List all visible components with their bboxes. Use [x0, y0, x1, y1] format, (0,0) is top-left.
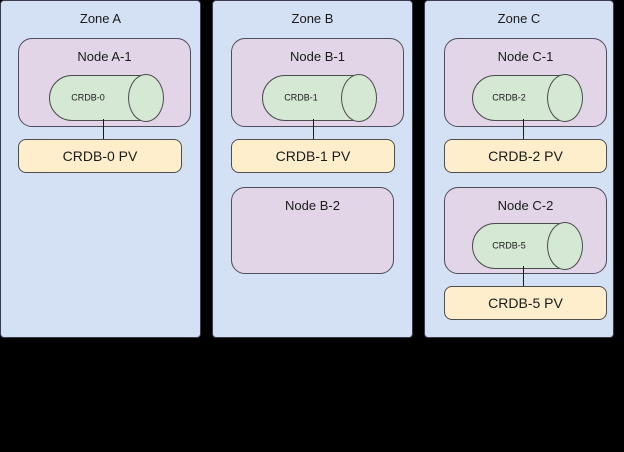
pv-label: CRDB-1 PV: [275, 148, 351, 164]
node-c-1-container: Node C-1 CRDB-2: [444, 38, 607, 127]
node-b-2-title: Node B-2: [285, 198, 340, 213]
zone-a-container: Zone A Node A-1 CRDB-0 CRDB-0 PV: [0, 0, 201, 338]
node-b-1-title: Node B-1: [290, 49, 345, 64]
database-cylinder-crdb-1: CRDB-1: [262, 74, 377, 122]
cylinder-end-cap: [547, 74, 583, 122]
pv-crdb-2: CRDB-2 PV: [444, 139, 607, 173]
pv-crdb-0: CRDB-0 PV: [18, 139, 182, 173]
zone-c-container: Zone C Node C-1 CRDB-2 CRDB-2 PV Node C-…: [424, 0, 614, 338]
zone-b-container: Zone B Node B-1 CRDB-1 CRDB-1 PV Node B-…: [212, 0, 413, 338]
node-a-1-title: Node A-1: [77, 49, 132, 64]
database-cylinder-crdb-0: CRDB-0: [49, 74, 164, 122]
cylinder-end-cap: [547, 222, 583, 270]
database-label: CRDB-1: [284, 92, 318, 103]
database-cylinder-crdb-5: CRDB-5: [472, 222, 583, 270]
database-cylinder-crdb-2: CRDB-2: [472, 74, 583, 122]
connector-node-c-1-to-pv: [523, 119, 524, 140]
pv-crdb-1: CRDB-1 PV: [231, 139, 395, 173]
connector-node-a-1-to-pv: [103, 119, 104, 140]
node-b-1-container: Node B-1 CRDB-1: [231, 38, 404, 127]
cylinder-end-cap: [128, 74, 164, 122]
pv-label: CRDB-0 PV: [62, 148, 138, 164]
connector-node-c-2-to-pv: [523, 266, 524, 287]
pv-crdb-5: CRDB-5 PV: [444, 286, 607, 320]
node-b-2-container: Node B-2: [231, 187, 394, 274]
node-c-2-container: Node C-2 CRDB-5: [444, 187, 607, 274]
connector-node-b-1-to-pv: [313, 119, 314, 140]
pv-label: CRDB-2 PV: [488, 148, 563, 164]
pv-label: CRDB-5 PV: [488, 295, 563, 311]
database-label: CRDB-0: [71, 92, 105, 103]
zone-c-title: Zone C: [497, 11, 541, 26]
zone-b-title: Zone B: [291, 11, 334, 26]
node-c-2-title: Node C-2: [497, 198, 554, 213]
cylinder-end-cap: [341, 74, 377, 122]
database-label: CRDB-5: [492, 240, 526, 251]
database-label: CRDB-2: [492, 92, 526, 103]
node-a-1-container: Node A-1 CRDB-0: [18, 38, 191, 127]
zone-a-title: Zone A: [79, 11, 122, 26]
node-c-1-title: Node C-1: [497, 49, 554, 64]
